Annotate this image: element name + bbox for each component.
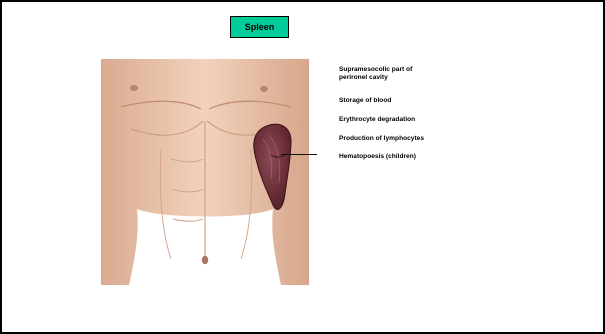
function-item: Erythrocyte degradation xyxy=(339,116,415,124)
navel xyxy=(202,256,208,264)
nipple-right xyxy=(260,86,268,92)
nipple-left xyxy=(130,85,138,91)
torso-svg xyxy=(101,59,309,285)
function-item: Production of lymphocytes xyxy=(339,135,424,143)
function-item: Hematopoesis (children) xyxy=(339,153,416,161)
torso-illustration xyxy=(101,59,309,285)
slide-title: Spleen xyxy=(245,22,275,32)
title-box: Spleen xyxy=(230,16,289,38)
function-item: Supramesocolic part of perironel cavity xyxy=(339,66,412,81)
pointer-line xyxy=(281,154,317,155)
function-item: Storage of blood xyxy=(339,97,391,105)
